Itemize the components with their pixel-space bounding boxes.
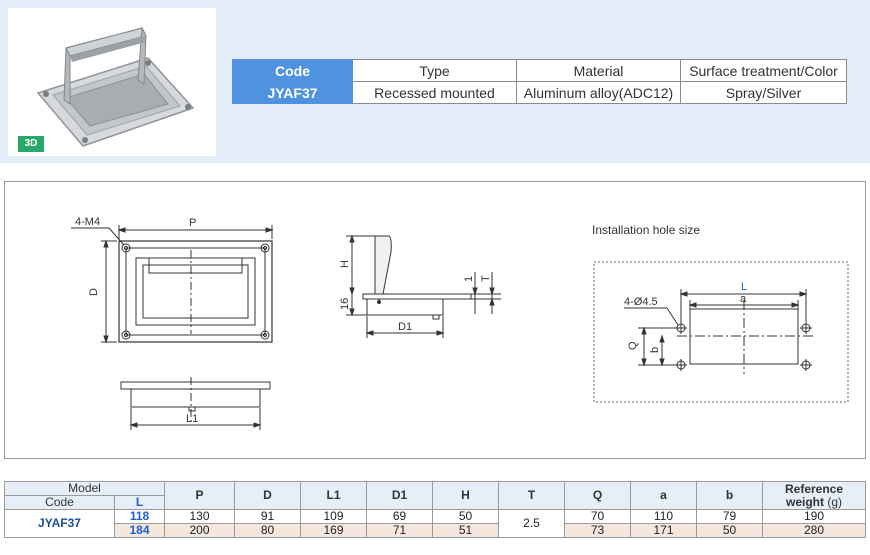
label-h: H [339, 260, 351, 268]
cell-l1: 109 [300, 509, 367, 524]
model-code-cell: JYAF37 [4, 509, 115, 538]
cell-p: 130 [164, 509, 235, 524]
header-d: D [234, 481, 301, 510]
header-d1: D1 [366, 481, 433, 510]
header-t: T [498, 481, 565, 510]
cell-p: 200 [164, 523, 235, 538]
cell-b: 79 [696, 509, 763, 524]
label-16: 16 [339, 298, 351, 310]
label-p: P [189, 217, 196, 229]
label-l1: L1 [186, 413, 198, 425]
spec-header-row: Code Type Material Surface treatment/Col… [232, 59, 847, 82]
label-q: Q [627, 341, 639, 350]
table-row: JYAF37 118 130 91 109 69 50 2.5 70 110 7… [4, 509, 866, 538]
header-a: a [630, 481, 697, 510]
technical-drawing: 4-M4 P D L1 [4, 181, 866, 459]
cell-d1: 69 [366, 509, 433, 524]
handle-3d-illustration [36, 26, 195, 147]
label-hole: 4-Ø4.5 [624, 296, 658, 308]
spec-value-code: JYAF37 [232, 81, 353, 104]
label-a: a [740, 293, 747, 305]
3d-badge[interactable]: 3D [18, 136, 44, 152]
cell-q: 73 [564, 523, 631, 538]
header-code: Code [4, 495, 115, 510]
cell-q: 70 [564, 509, 631, 524]
header-weight-unit: (g) [827, 494, 842, 509]
header-p: P [164, 481, 235, 510]
cell-d: 80 [234, 523, 301, 538]
label-t: T [480, 275, 492, 282]
label-4m4: 4-M4 [75, 216, 100, 228]
label-d1: D1 [398, 321, 412, 333]
spec-header-code: Code [232, 59, 353, 82]
header-q: Q [564, 481, 631, 510]
spec-header-material: Material [516, 59, 681, 82]
cell-l: 118 [114, 509, 165, 524]
side-view [346, 234, 501, 338]
cell-l1: 169 [300, 523, 367, 538]
header-weight-line2: weight [785, 494, 824, 509]
label-l: L [741, 281, 747, 293]
installation-hole-title: Installation hole size [592, 223, 701, 237]
label-d: D [88, 288, 100, 296]
cell-l: 184 [114, 523, 165, 538]
bottom-view [120, 377, 271, 430]
cell-weight: 190 [762, 509, 866, 524]
spec-value-surface: Spray/Silver [680, 81, 847, 104]
header-l1: L1 [300, 481, 367, 510]
header-weight: Reference weight (g) [762, 481, 866, 510]
header-l: L [114, 495, 165, 510]
screw-holes [121, 243, 270, 340]
drawing-canvas: 4-M4 P D L1 [71, 216, 849, 430]
product-banner: 3D Code Type Material Surface treatment/… [0, 0, 870, 163]
header-model: Model [4, 481, 165, 496]
cell-a: 171 [630, 523, 697, 538]
table-header-row-1: Model P D L1 D1 H T Q a b Reference weig… [4, 481, 866, 510]
cell-a: 110 [630, 509, 697, 524]
cell-b: 50 [696, 523, 763, 538]
spec-header-surface: Surface treatment/Color [680, 59, 847, 82]
front-view [71, 225, 274, 344]
header-b: b [696, 481, 763, 510]
label-one: 1 [463, 276, 475, 282]
spec-value-material: Aluminum alloy(ADC12) [516, 81, 681, 104]
header-weight-line1: Reference [784, 481, 844, 496]
cell-d: 91 [234, 509, 301, 524]
cell-h: 50 [432, 509, 499, 524]
installation-hole-view [593, 261, 849, 403]
table-row: 184 200 80 169 71 51 73 171 50 280 [5, 523, 866, 538]
cell-weight: 280 [762, 523, 866, 538]
product-photo: 3D [8, 8, 216, 156]
model-table: Model P D L1 D1 H T Q a b Reference weig… [4, 481, 866, 538]
spec-value-row: JYAF37 Recessed mounted Aluminum alloy(A… [232, 81, 847, 104]
cell-t-shared: 2.5 [498, 509, 565, 538]
spec-table: Code Type Material Surface treatment/Col… [232, 59, 847, 104]
cell-h: 51 [432, 523, 499, 538]
cell-d1: 71 [366, 523, 433, 538]
table-header-row-2: Code L [4, 495, 866, 510]
label-b: b [649, 347, 661, 353]
spec-header-type: Type [352, 59, 517, 82]
header-h: H [432, 481, 499, 510]
spec-value-type: Recessed mounted [352, 81, 517, 104]
